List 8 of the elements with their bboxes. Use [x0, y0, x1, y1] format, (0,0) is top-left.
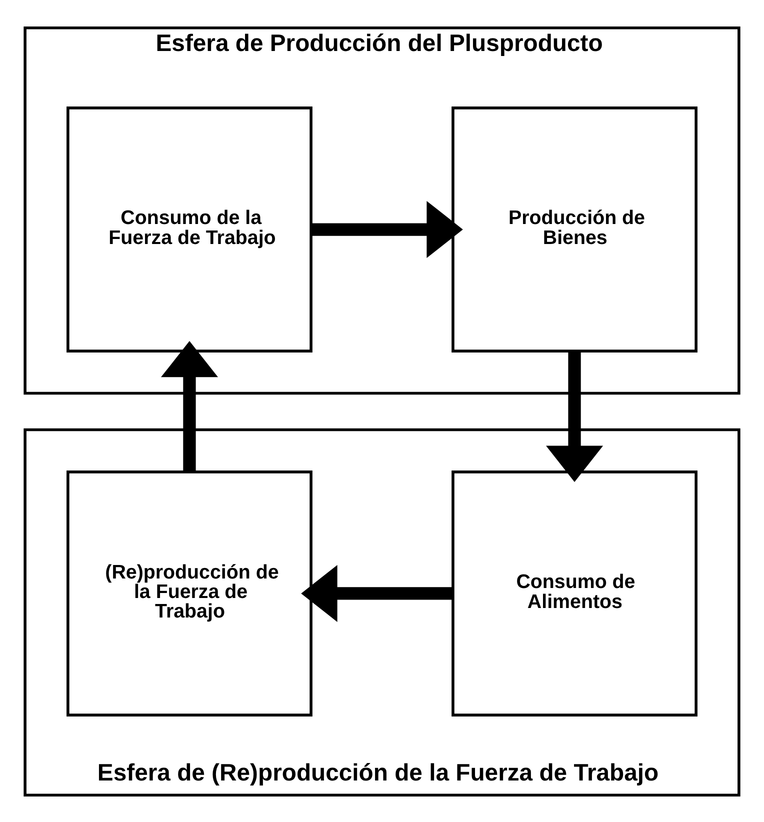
arrow — [160, 340, 218, 472]
node-box: Producción de Bienes — [452, 106, 698, 352]
node-box: (Re)producción de la Fuerza de Trabajo — [66, 470, 312, 716]
node-box: Consumo de Alimentos — [452, 470, 698, 716]
arrow — [546, 350, 604, 482]
arrow — [311, 200, 463, 258]
arrow — [301, 564, 453, 622]
node-box: Consumo de la Fuerza de Trabajo — [66, 106, 312, 352]
